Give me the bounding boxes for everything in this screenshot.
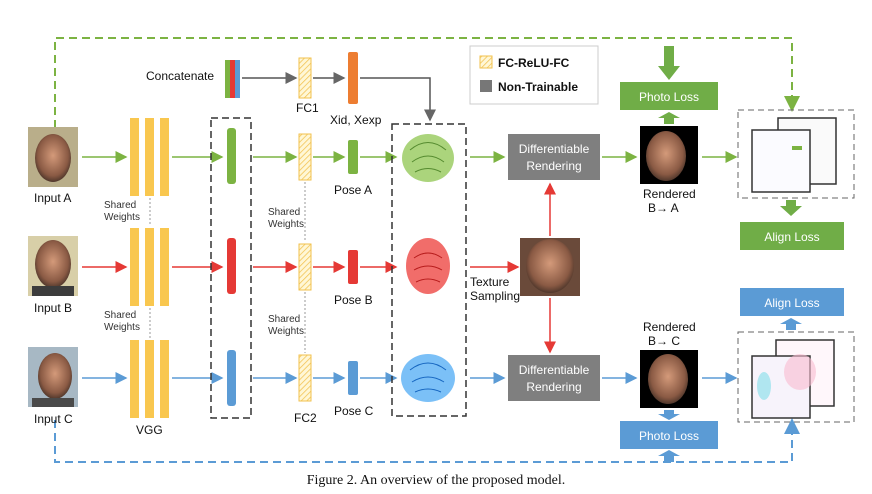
fc2-shared-label-1b: Weights [268, 219, 304, 230]
input-c-label: Input C [34, 412, 73, 426]
legend-box [469, 45, 599, 105]
vgg-label: VGG [136, 423, 163, 437]
photo-loss-a-box [620, 82, 718, 110]
feature-a [227, 128, 236, 184]
flow-c-mark [784, 354, 816, 390]
texture-sampling-label-2: Sampling [470, 289, 520, 303]
rendered-bc-line1: Rendered [643, 320, 696, 334]
flow-a-front [751, 129, 811, 193]
fc1-label: FC1 [296, 101, 319, 115]
arrow-xid-mesh [360, 77, 436, 122]
input-b-label: Input B [34, 301, 72, 315]
feature-group-box [210, 117, 252, 419]
diff-rendering-c-box [508, 355, 600, 401]
shared-weights-label-1: Shared [104, 200, 136, 211]
pose-c-block [348, 361, 358, 395]
mesh-c [401, 354, 455, 402]
diff-rendering-c-line2: Rendering [526, 380, 581, 394]
rendered-ba-line2: B→ A [648, 201, 679, 215]
arrow-flow-c-align [780, 318, 802, 330]
figure-caption: Figure 2. An overview of the proposed mo… [307, 473, 566, 488]
concat-block [225, 60, 240, 98]
fc1-block [298, 57, 312, 99]
bottom-dashed-link [54, 418, 800, 463]
vgg-c [130, 340, 169, 418]
fc2-a [298, 133, 312, 181]
fc2-shared-label-2: Shared [268, 314, 300, 325]
align-loss-c-box [740, 288, 844, 316]
vgg-b [130, 228, 169, 306]
rendered-bc-image [640, 350, 698, 408]
rendered-ba-line1: Rendered [643, 187, 696, 201]
arrow-flow-a-align [780, 200, 802, 216]
arrow-photo-loss-c-up [658, 450, 680, 462]
input-b-image [28, 236, 78, 296]
photo-loss-c-label: Photo Loss [639, 429, 699, 443]
fc2-shared-label-1: Shared [268, 207, 300, 218]
pose-a-block [348, 140, 358, 174]
legend-trainable-swatch [479, 55, 493, 69]
legend-nontrainable-label: Non-Trainable [498, 80, 578, 94]
feature-c [227, 350, 236, 406]
arrow-rendered-c-photo [658, 410, 680, 420]
pose-b-block [348, 250, 358, 284]
flow-a-group [737, 109, 855, 199]
align-loss-c-label: Align Loss [764, 296, 819, 310]
shared-weights-label-2: Shared [104, 310, 136, 321]
arrow-photo-loss-a-down [658, 46, 680, 80]
input-a-label: Input A [34, 191, 71, 205]
input-c-image [28, 347, 78, 407]
rendered-bc-line2: B→ C [648, 334, 680, 348]
fc2-shared-label-2b: Weights [268, 326, 304, 337]
fc2-b [298, 243, 312, 291]
photo-loss-c-box [620, 421, 718, 449]
rendered-ba-image [640, 126, 698, 184]
diff-rendering-a-line1: Differentiable [519, 142, 590, 156]
pose-c-label: Pose C [334, 404, 374, 418]
arrow-rendered-a-photo [658, 112, 680, 124]
mesh-group-box [391, 123, 467, 417]
texture-face-image [520, 238, 580, 296]
fc2-label: FC2 [294, 411, 317, 425]
input-a-image [28, 127, 78, 187]
align-loss-a-label: Align Loss [764, 230, 819, 244]
shared-weights-label-2b: Weights [104, 322, 140, 333]
flow-c-mark-2 [757, 372, 771, 400]
xid-block [348, 52, 358, 104]
vgg-a [130, 118, 169, 196]
pose-b-label: Pose B [334, 293, 373, 307]
pose-a-label: Pose A [334, 183, 372, 197]
mesh-b [406, 238, 450, 294]
diff-rendering-a-line2: Rendering [526, 159, 581, 173]
fc2-c [298, 354, 312, 402]
xid-label: Xid, Xexp [330, 113, 382, 127]
diff-rendering-a-box [508, 134, 600, 180]
diff-rendering-c-line1: Differentiable [519, 363, 590, 377]
shared-weights-label-1b: Weights [104, 212, 140, 223]
top-dashed-link [54, 37, 800, 128]
legend-nontrainable-swatch [480, 80, 492, 92]
flow-c-group [737, 331, 855, 423]
legend-trainable-label: FC-ReLU-FC [498, 56, 570, 70]
mesh-a [402, 134, 454, 182]
concatenate-label: Concatenate [146, 69, 214, 83]
feature-b [227, 238, 236, 294]
flow-a-mark [792, 146, 802, 150]
photo-loss-a-label: Photo Loss [639, 90, 699, 104]
texture-sampling-label-1: Texture [470, 275, 510, 289]
align-loss-a-box [740, 222, 844, 250]
